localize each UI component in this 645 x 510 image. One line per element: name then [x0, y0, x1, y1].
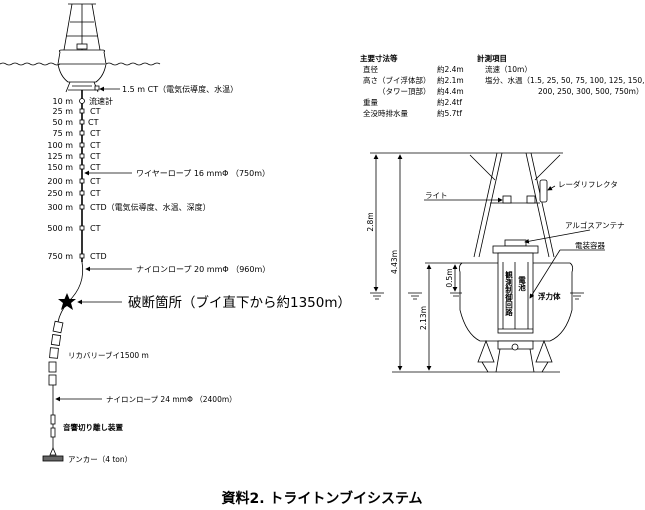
svg-text:300 m: 300 m — [47, 203, 73, 212]
dim-0-5: 0.5m — [445, 268, 454, 287]
svg-text:計測項目: 計測項目 — [477, 53, 507, 63]
sensor-125m: 125 m CT — [47, 152, 100, 161]
svg-text:全没時排水量: 全没時排水量 — [363, 108, 408, 118]
svg-text:CT: CT — [90, 141, 101, 150]
svg-text:主要寸法等: 主要寸法等 — [360, 53, 398, 63]
sensor-250m: 250 m CT — [47, 189, 100, 198]
svg-text:200, 250, 300, 500, 750m）: 200, 250, 300, 500, 750m） — [538, 87, 643, 96]
anchor-label: アンカー（4 ton） — [68, 455, 132, 464]
svg-text:CT: CT — [90, 129, 101, 138]
dim-2-8: 2.8m — [366, 212, 375, 231]
svg-text:CT: CT — [90, 152, 101, 161]
svg-text:10 m: 10 m — [52, 97, 73, 106]
svg-text:CT: CT — [90, 224, 101, 233]
svg-text:約2.4m: 約2.4m — [437, 64, 464, 74]
sensor-75m: 75 m CT — [52, 129, 100, 138]
svg-text:重量: 重量 — [363, 98, 378, 107]
dimension-lines — [370, 152, 584, 373]
sensor-500m: 500 m CT — [47, 224, 100, 233]
acoustic-release-label: 音響切り離し装置 — [63, 422, 123, 432]
svg-text:750 m: 750 m — [47, 252, 73, 261]
wire-rope-label: ワイヤーロープ 16 mmΦ （750m） — [136, 169, 270, 178]
nylon-rope-24-label: ナイロンロープ 24 mmΦ （2400m） — [106, 395, 237, 404]
specs-table: 主要寸法等 直径 約2.4m 高さ（ブイ浮体部） 約2.1m （タワー頂部） 約4.4… — [360, 53, 464, 118]
sensor-150m: 150 m CT — [47, 163, 100, 172]
svg-text:直径: 直径 — [363, 64, 378, 74]
svg-text:150 m: 150 m — [47, 163, 73, 172]
svg-text:125 m: 125 m — [47, 152, 73, 161]
svg-text:CT: CT — [90, 107, 101, 116]
break-point-star-icon — [58, 293, 76, 310]
svg-text:流速（10m）: 流速（10m） — [485, 64, 532, 74]
control-circuit-label: 観測制御回路 — [504, 270, 513, 318]
svg-text:高さ（ブイ浮体部）: 高さ（ブイ浮体部） — [363, 75, 431, 85]
radar-reflector-label: レーダリフレクタ — [558, 179, 618, 189]
sensor-10m: 10 m 流速計 — [52, 96, 113, 106]
svg-text:約4.4m: 約4.4m — [437, 86, 464, 96]
svg-text:流速計: 流速計 — [89, 96, 113, 106]
argos-antenna-label: アルゴスアンテナ — [565, 220, 625, 230]
svg-text:（タワー頂部）: （タワー頂部） — [378, 86, 431, 96]
svg-text:CT: CT — [90, 163, 101, 172]
svg-text:約5.7tf: 約5.7tf — [437, 108, 462, 118]
surface-ct-label: 1.5 m CT（電気伝導度、水温） — [122, 84, 238, 94]
sensor-25m: 25 m CT — [52, 107, 100, 116]
battery-label: 電池 — [517, 275, 526, 293]
sensor-list: 10 m 流速計 25 m CT 50 m CT 75 m CT 100 m CT 125… — [47, 96, 210, 261]
float-label: 浮力体 — [538, 291, 561, 301]
svg-text:CTD: CTD — [90, 252, 107, 261]
figure-title: 資料2. トライトンブイシステム — [221, 490, 422, 507]
light-label: ライト — [425, 191, 448, 200]
svg-text:約2.4tf: 約2.4tf — [437, 97, 462, 107]
dim-2-13: 2.13m — [419, 306, 428, 330]
water-level-icon — [370, 292, 584, 300]
sensor-50m: 50 m CT — [52, 118, 98, 127]
sensor-300m: 300 m CTD（電気伝導度、水温、深度） — [47, 202, 210, 212]
surface-buoy — [57, 3, 107, 93]
sensor-200m: 200 m CT — [47, 177, 100, 186]
break-point-label: 破断箇所（ブイ直下から約1350m） — [128, 294, 351, 311]
sea-surface — [0, 62, 161, 66]
svg-text:25 m: 25 m — [52, 107, 73, 116]
recovery-buoy-label: リカバリーブイ1500 m — [68, 350, 149, 360]
svg-text:75 m: 75 m — [52, 129, 73, 138]
dim-4-43: 4.43m — [390, 250, 399, 274]
svg-text:CTD（電気伝導度、水温、深度）: CTD（電気伝導度、水温、深度） — [90, 202, 211, 212]
measurement-items: 計測項目 流速（10m） 塩分、水温（1.5, 25, 50, 75, 100,… — [477, 53, 645, 96]
nylon-rope-upper — [67, 261, 84, 303]
svg-text:約2.1m: 約2.1m — [437, 75, 464, 85]
electronics-housing-label: 電装容器 — [575, 240, 605, 250]
buoy-detail-drawing — [458, 152, 574, 373]
svg-text:200 m: 200 m — [47, 177, 73, 186]
svg-text:50 m: 50 m — [52, 118, 73, 127]
svg-text:CT: CT — [90, 177, 101, 186]
svg-text:CT: CT — [88, 118, 99, 127]
acoustic-release — [50, 414, 56, 438]
svg-text:CT: CT — [90, 189, 101, 198]
svg-text:100 m: 100 m — [47, 141, 73, 150]
recovery-buoys — [48, 320, 64, 386]
nylon-rope-20-label: ナイロンロープ 20 mmΦ （960m） — [136, 265, 270, 274]
sensor-100m: 100 m CT — [47, 141, 100, 150]
sensor-750m: 750 m CTD — [47, 252, 106, 261]
svg-text:500 m: 500 m — [47, 224, 73, 233]
svg-text:塩分、水温（1.5, 25, 50, 75, 100, 12: 塩分、水温（1.5, 25, 50, 75, 100, 125, 150, — [485, 75, 645, 85]
svg-text:250 m: 250 m — [47, 189, 73, 198]
anchor — [42, 446, 64, 462]
